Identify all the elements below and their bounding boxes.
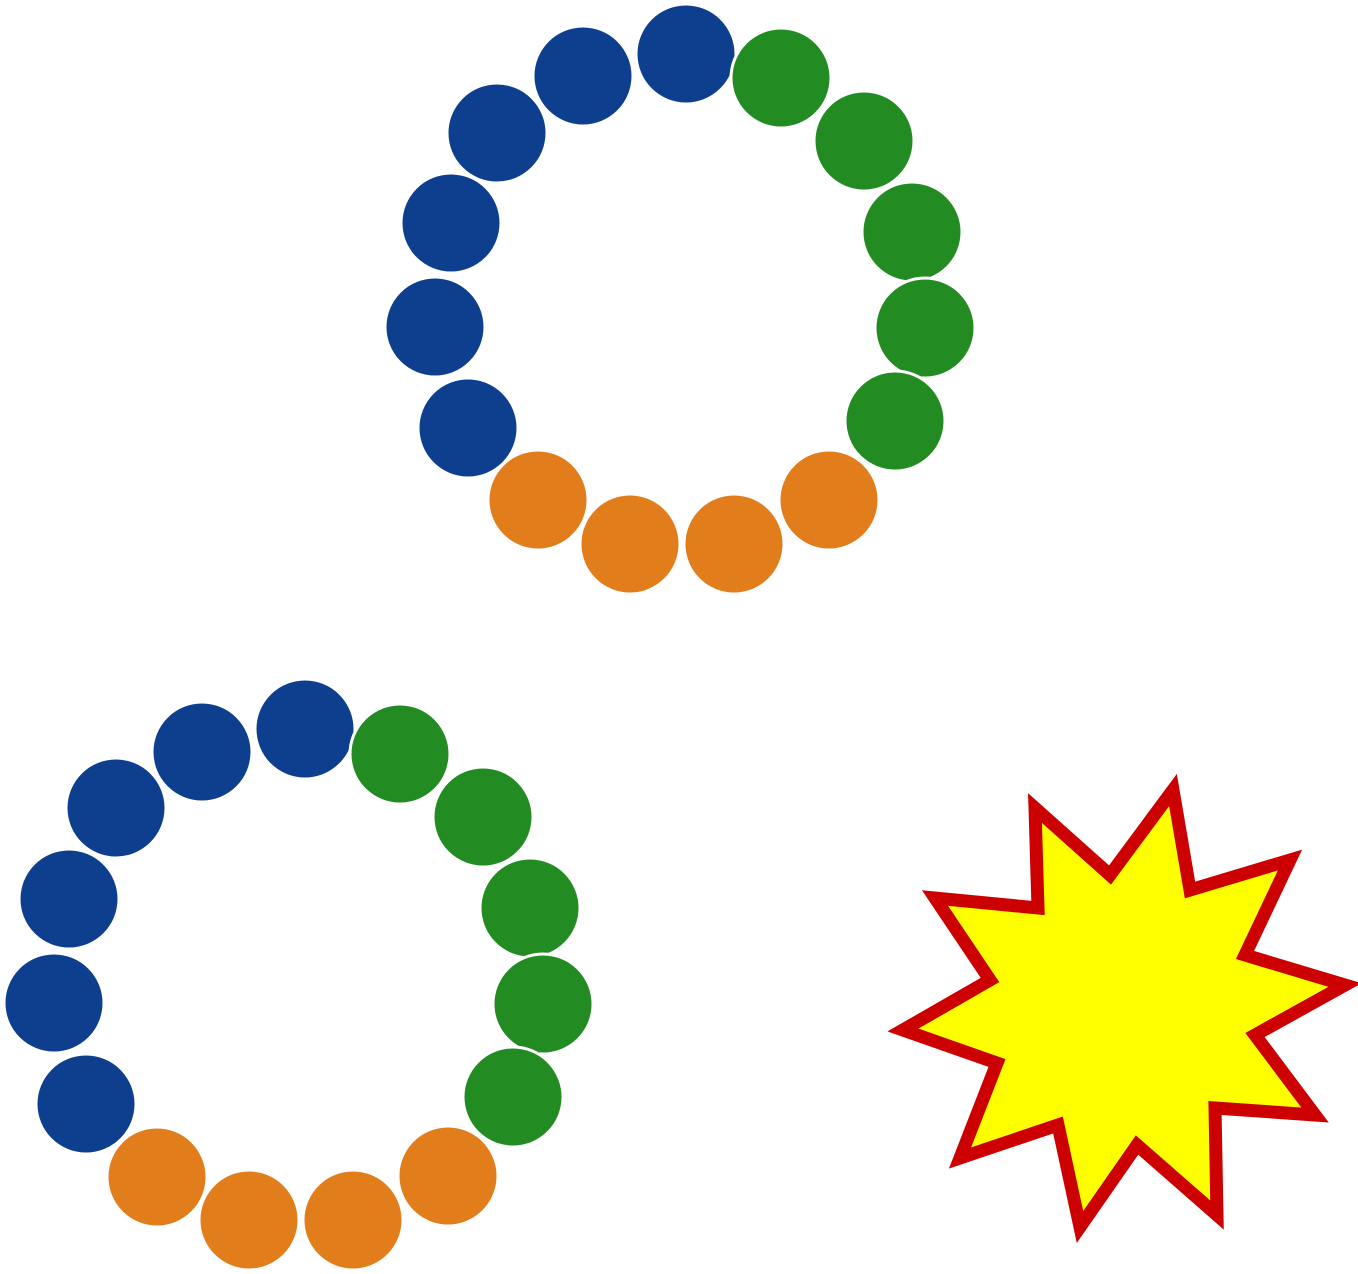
ring-top-dot-green <box>843 369 947 473</box>
ring-bottom-left-dot-blue <box>34 1052 138 1156</box>
ring-top-dot-green <box>812 89 916 193</box>
ring-top-dot-orange <box>682 492 786 596</box>
ring-bottom-left-dot-green <box>491 952 595 1056</box>
ring-top-dot-blue <box>399 171 503 275</box>
ring-top-dot-blue <box>416 376 520 480</box>
ring-top-dot-blue <box>445 81 549 185</box>
ring-bottom-left-dot-orange <box>105 1125 209 1229</box>
ring-bottom-left-dot-green <box>431 765 535 869</box>
ring-top-dot-green <box>729 26 833 130</box>
ring-top-dot-orange <box>486 448 590 552</box>
ring-bottom-left-dot-green <box>461 1045 565 1149</box>
ring-top-dot-orange <box>578 492 682 596</box>
ring-top-dot-blue <box>383 275 487 379</box>
ring-bottom-left-dot-blue <box>2 951 106 1055</box>
ring-bottom-left-dot-green <box>478 856 582 960</box>
ring-bottom-left-dot-blue <box>150 700 254 804</box>
starburst-shape <box>887 773 1358 1243</box>
ring-top-dot-blue <box>531 24 635 128</box>
ring-top-dot-green <box>860 180 964 284</box>
ring-top-dot-green <box>873 276 977 380</box>
ring-bottom-left-dot-orange <box>301 1168 405 1272</box>
ring-bottom-left-dot-orange <box>396 1124 500 1228</box>
ring-bottom-left-dot-blue <box>17 847 121 951</box>
ring-top-dot-blue <box>634 2 738 106</box>
ring-top-dot-orange <box>777 448 881 552</box>
ring-bottom-left-dot-blue <box>64 756 168 860</box>
ring-bottom-left-dot-green <box>348 702 452 806</box>
ring-top <box>383 2 977 596</box>
ring-bottom-left <box>2 677 595 1272</box>
ring-bottom-left-dot-blue <box>253 677 357 781</box>
ring-bottom-left-dot-orange <box>197 1168 301 1272</box>
